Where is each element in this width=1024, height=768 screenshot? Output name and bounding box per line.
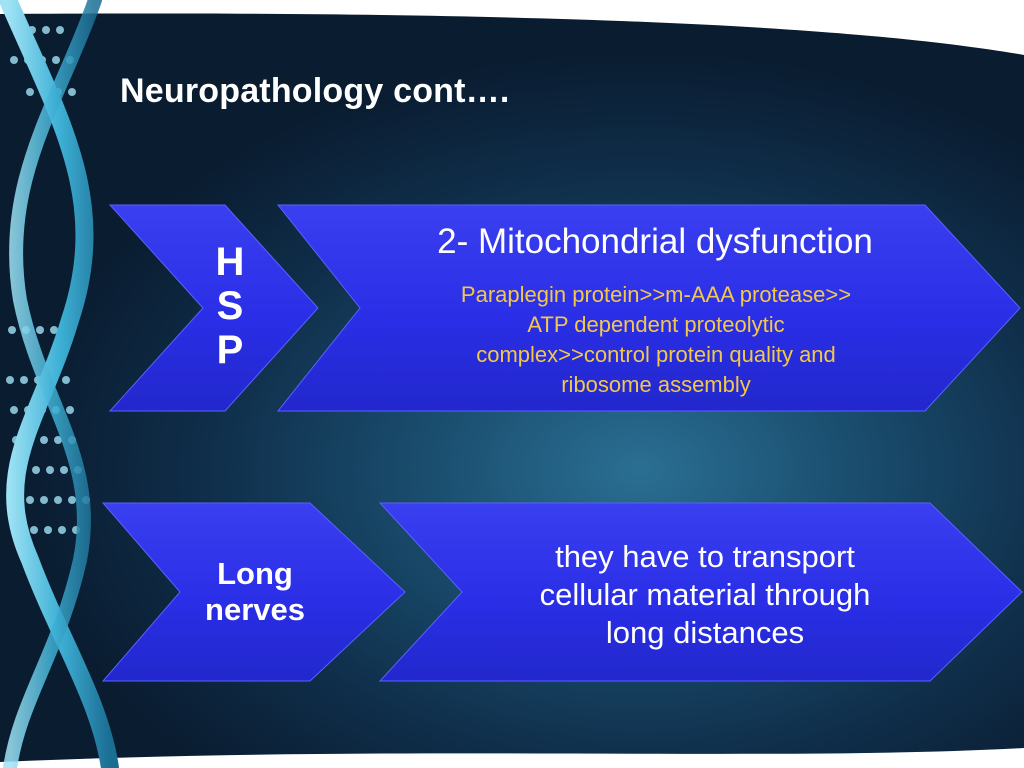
transport-chevron	[378, 502, 1023, 682]
hsp-label: H S P	[200, 240, 260, 372]
body-line: Paraplegin protein>>m-AAA protease>>	[460, 282, 852, 307]
mitochondrial-body: Paraplegin protein>>m-AAA protease>> ATP…	[392, 280, 920, 400]
body-line: complex>>control protein quality and	[476, 342, 836, 367]
body-line: long distances	[605, 615, 805, 650]
long-nerves-chevron	[101, 502, 406, 682]
hsp-chevron	[108, 204, 319, 412]
hsp-letter-h: H	[215, 240, 245, 284]
body-line: ATP dependent proteolytic	[527, 312, 785, 337]
transport-body: they have to transport cellular material…	[480, 538, 930, 652]
hsp-letter-p: P	[216, 328, 244, 372]
body-line: cellular material through	[539, 577, 871, 612]
long-nerves-label: Long nerves	[190, 556, 320, 628]
label-line: nerves	[205, 592, 305, 627]
body-line: they have to transport	[555, 539, 855, 574]
hsp-letter-s: S	[216, 284, 244, 328]
mitochondrial-heading: 2- Mitochondrial dysfunction	[437, 222, 873, 261]
label-line: Long	[217, 556, 293, 591]
mitochondrial-chevron	[276, 204, 1021, 412]
dna-helix-icon	[0, 0, 119, 768]
slide-title: Neuropathology cont….	[120, 72, 510, 110]
body-line: ribosome assembly	[561, 372, 751, 397]
